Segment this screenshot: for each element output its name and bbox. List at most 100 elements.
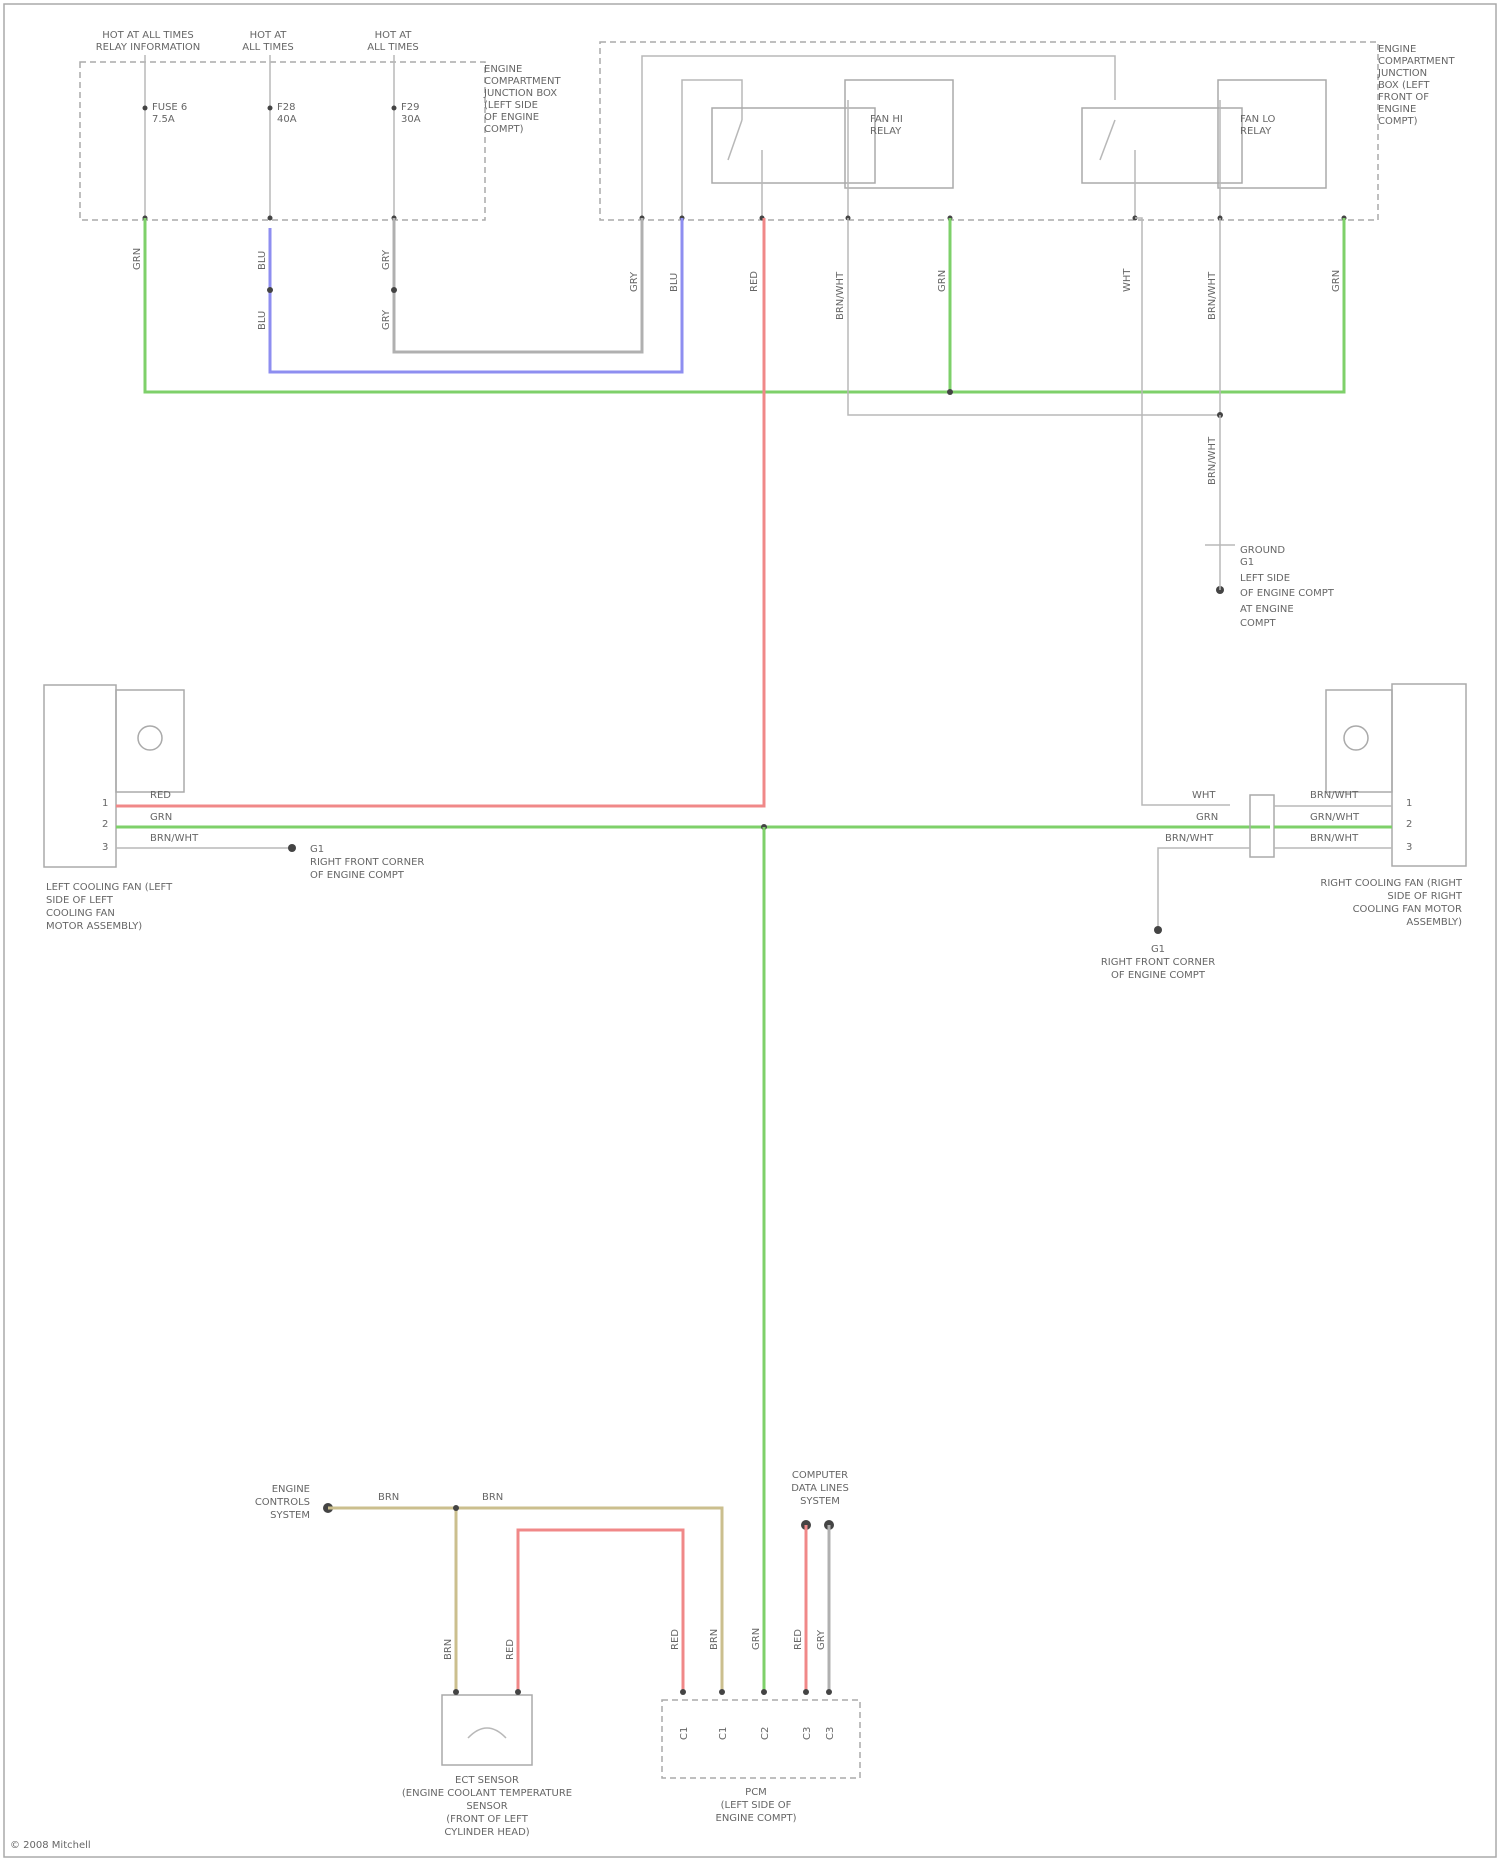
right-fan-wire-l2: GRN <box>1196 812 1218 823</box>
wire-label-grn-r2: GRN <box>1331 270 1342 292</box>
svg-text:OF ENGINE COMPT: OF ENGINE COMPT <box>1240 588 1335 599</box>
right-fan-wire-l3: BRN/WHT <box>1165 833 1214 844</box>
wire-label-gry-1: GRY <box>381 249 392 270</box>
left-fan-ground-label: G1 RIGHT FRONT CORNER OF ENGINE COMPT <box>310 844 424 881</box>
fuse-header-1a: HOT AT ALL TIMES <box>102 30 194 41</box>
wire-label-brnwht-r1: BRN/WHT <box>835 271 846 320</box>
fuse-box-left-label: ENGINE COMPARTMENT JUNCTION BOX (LEFT SI… <box>483 64 561 135</box>
wire-label-brn-top-1: BRN <box>378 1492 399 1503</box>
pcm-pins <box>680 1689 832 1695</box>
svg-text:CYLINDER HEAD): CYLINDER HEAD) <box>444 1827 529 1838</box>
fuse-28-label-b: 40A <box>277 114 297 125</box>
wire-label-blu-1: BLU <box>257 251 268 270</box>
pcm-pin-2: C1 <box>718 1727 729 1740</box>
wire-label-brnwht-r2: BRN/WHT <box>1207 271 1218 320</box>
fan-hi-relay-switch <box>728 120 742 160</box>
footer-copyright: © 2008 Mitchell <box>10 1840 91 1851</box>
sensor-wire-red: RED <box>505 1639 516 1660</box>
pcm-wire-grn: GRN <box>751 1628 762 1650</box>
splice-gray-1 <box>391 287 397 293</box>
svg-text:LEFT SIDE: LEFT SIDE <box>1240 573 1290 584</box>
pcm-wire-red-2: RED <box>793 1629 804 1650</box>
fuse-6-label-a: FUSE 6 <box>152 102 187 113</box>
wire-blue-top <box>270 218 682 372</box>
pcm-wire-gry: GRY <box>816 1629 827 1650</box>
fuse-6-node <box>143 106 148 111</box>
svg-text:LEFT COOLING FAN (LEFT: LEFT COOLING FAN (LEFT <box>46 882 173 893</box>
svg-text:ENGINE: ENGINE <box>1378 104 1416 115</box>
pcm-pin-3: C2 <box>760 1727 771 1740</box>
pcm-pin-4: C3 <box>802 1727 813 1740</box>
svg-text:COMPUTER: COMPUTER <box>792 1470 848 1481</box>
left-fan-label: LEFT COOLING FAN (LEFT SIDE OF LEFT COOL… <box>46 882 173 932</box>
svg-text:(FRONT OF LEFT: (FRONT OF LEFT <box>446 1814 529 1825</box>
sensor-wire-brn: BRN <box>443 1639 454 1660</box>
right-fan-motor <box>1326 690 1392 792</box>
fan-hi-relay-label-b: RELAY <box>870 126 902 137</box>
sensor-icon <box>468 1728 506 1738</box>
right-fan-housing <box>1392 684 1466 866</box>
svg-text:G1: G1 <box>310 844 324 855</box>
wire-brn-wht-coils <box>848 218 1220 415</box>
svg-text:AT ENGINE: AT ENGINE <box>1240 604 1294 615</box>
svg-text:SIDE OF RIGHT: SIDE OF RIGHT <box>1387 891 1462 902</box>
fuse-header-2a: HOT AT <box>250 30 288 41</box>
left-fan-wire-red: RED <box>150 790 171 801</box>
wire-label-gry-r: GRY <box>629 271 640 292</box>
fuse-header-2b: ALL TIMES <box>242 42 294 53</box>
ground-top-wire-label: BRN/WHT <box>1207 436 1218 485</box>
svg-text:RIGHT COOLING FAN (RIGHT: RIGHT COOLING FAN (RIGHT <box>1320 878 1463 889</box>
fuse-29-label-a: F29 <box>401 102 419 113</box>
right-fan-wire-r3: BRN/WHT <box>1310 833 1359 844</box>
pcm-label: PCM (LEFT SIDE OF ENGINE COMPT) <box>716 1787 797 1824</box>
svg-text:COMPT): COMPT) <box>1378 116 1418 127</box>
fuse-header-3b: ALL TIMES <box>367 42 419 53</box>
pcm-wire-brn: BRN <box>709 1629 720 1650</box>
wire-gray-top <box>394 218 642 352</box>
fan-hi-relay-box <box>712 108 875 183</box>
svg-text:SENSOR: SENSOR <box>466 1801 507 1812</box>
fuse-6-label-b: 7.5A <box>152 114 175 125</box>
splice-tan <box>453 1505 459 1511</box>
svg-text:MOTOR ASSEMBLY): MOTOR ASSEMBLY) <box>46 921 142 932</box>
svg-text:SIDE OF LEFT: SIDE OF LEFT <box>46 895 114 906</box>
svg-text:COMPARTMENT: COMPARTMENT <box>484 76 561 87</box>
svg-text:GROUND: GROUND <box>1240 545 1285 556</box>
splice-blue-1 <box>267 287 273 293</box>
ect-pin-2 <box>515 1689 521 1695</box>
svg-text:COMPARTMENT: COMPARTMENT <box>1378 56 1455 67</box>
wire-green-top <box>145 218 1344 392</box>
fuse-header-3a: HOT AT <box>375 30 413 41</box>
svg-text:CONTROLS: CONTROLS <box>255 1497 310 1508</box>
right-fan-ground-label: G1 RIGHT FRONT CORNER OF ENGINE COMPT <box>1101 944 1215 981</box>
ect-sensor-label: ECT SENSOR (ENGINE COOLANT TEMPERATURE S… <box>402 1775 572 1838</box>
ground-top-label: GROUND G1 LEFT SIDE OF ENGINE COMPT AT E… <box>1240 545 1335 629</box>
left-fan-pin-2: 2 <box>102 819 108 830</box>
svg-text:G1: G1 <box>1151 944 1165 955</box>
svg-text:RIGHT FRONT CORNER: RIGHT FRONT CORNER <box>1101 957 1215 968</box>
svg-text:DATA LINES: DATA LINES <box>791 1483 849 1494</box>
left-fan-wire-brnwht: BRN/WHT <box>150 833 199 844</box>
svg-text:FRONT OF: FRONT OF <box>1378 92 1429 103</box>
svg-text:RIGHT FRONT CORNER: RIGHT FRONT CORNER <box>310 857 424 868</box>
right-fan-label: RIGHT COOLING FAN (RIGHT SIDE OF RIGHT C… <box>1320 878 1463 928</box>
svg-text:COMPT): COMPT) <box>484 124 524 135</box>
right-fan-ground-symbol <box>1154 926 1162 934</box>
fuse-header-1b: RELAY INFORMATION <box>96 42 201 53</box>
fan-icon-right <box>1344 726 1368 750</box>
wire-label-blu-2: BLU <box>257 311 268 330</box>
junction-box-right-label: ENGINE COMPARTMENT JUNCTION BOX (LEFT FR… <box>1377 44 1455 127</box>
fuse-29-label-b: 30A <box>401 114 421 125</box>
splice-green-1 <box>947 389 953 395</box>
fuse-28-node <box>268 106 273 111</box>
svg-text:G1: G1 <box>1240 557 1254 568</box>
wire-red-sensor-pcm <box>518 1530 683 1690</box>
svg-text:SYSTEM: SYSTEM <box>800 1496 840 1507</box>
left-fan-pin-1: 1 <box>102 798 108 809</box>
fan-lo-relay-label-b: RELAY <box>1240 126 1272 137</box>
wire-label-brn-top-2: BRN <box>482 1492 503 1503</box>
svg-text:ENGINE: ENGINE <box>484 64 522 75</box>
right-fan-wire-r2: GRN/WHT <box>1310 812 1360 823</box>
svg-text:ASSEMBLY): ASSEMBLY) <box>1406 917 1462 928</box>
